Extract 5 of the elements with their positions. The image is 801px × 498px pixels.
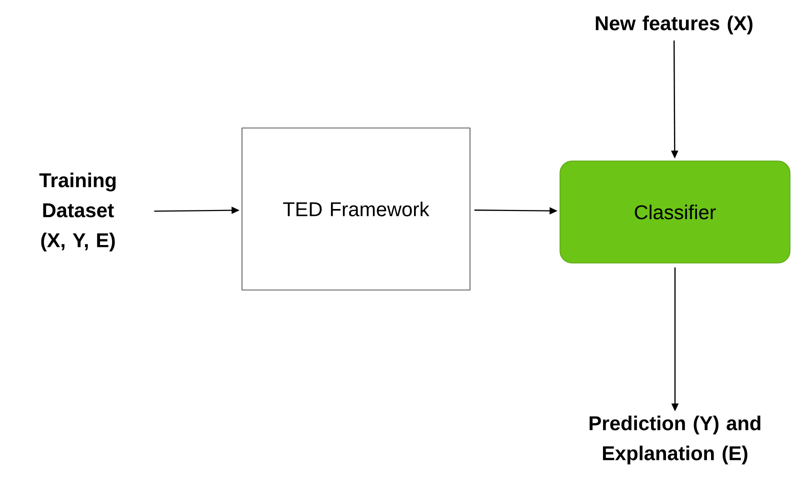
process-box: TED Framework — [242, 128, 470, 290]
output-label: Prediction (Y) and Explanation (E) — [590, 416, 760, 464]
input-label: Training Dataset (X, Y, E) — [39, 172, 116, 252]
input-label: New features (X) — [596, 16, 752, 34]
classifier-box: Classifier — [560, 160, 790, 264]
